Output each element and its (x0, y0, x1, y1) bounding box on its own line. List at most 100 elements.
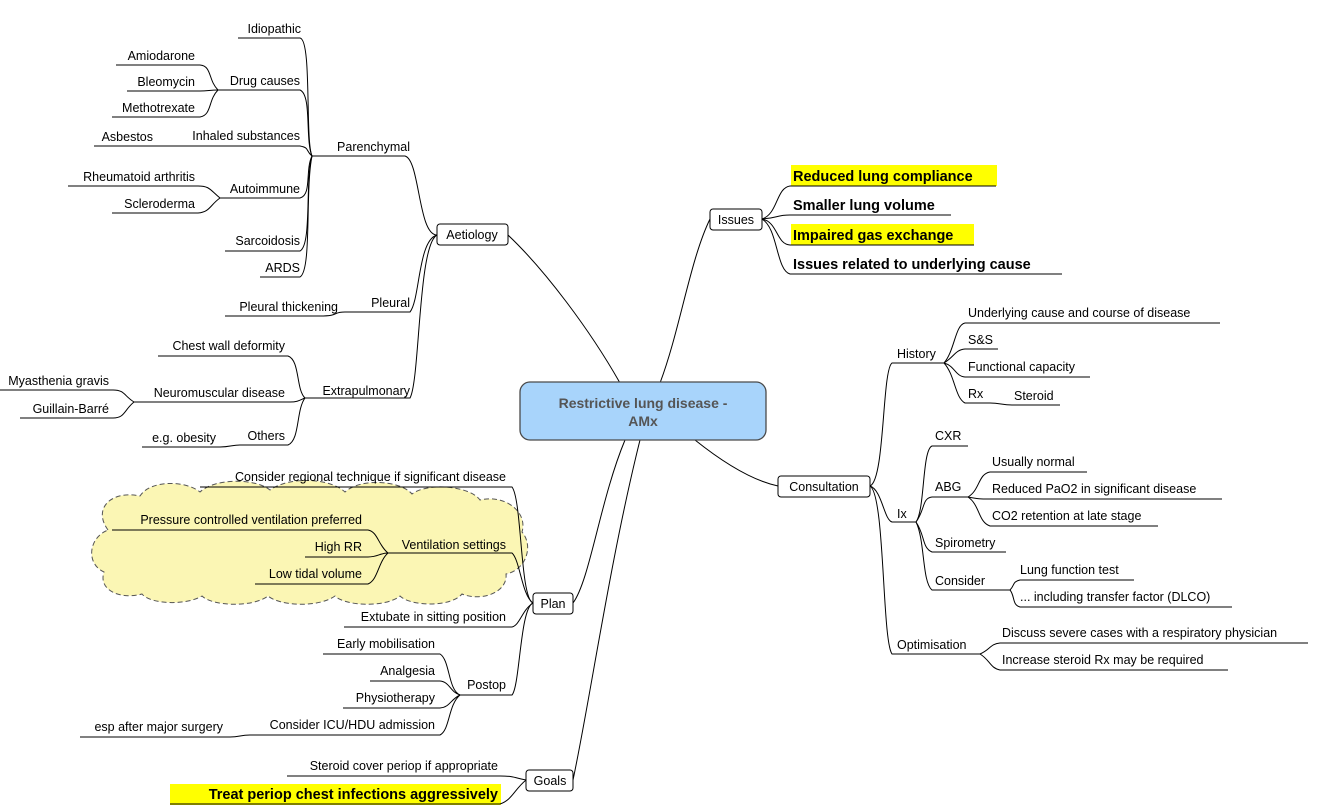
aetiology-box[interactable] (436, 223, 509, 246)
conn-compliance (761, 185, 996, 220)
consultation-label[interactable]: Consultation (789, 480, 859, 494)
node-neuromuscular[interactable]: Neuromuscular disease (154, 386, 285, 400)
node-pleural-thickening[interactable]: Pleural thickening (239, 300, 338, 314)
node-steroid-cover[interactable]: Steroid cover periop if appropriate (310, 759, 498, 773)
issue-volume[interactable]: Smaller lung volume (793, 198, 935, 214)
conn-spirometry (915, 521, 1006, 553)
conn-drug (218, 89, 313, 157)
node-gb[interactable]: Guillain-Barré (33, 402, 109, 416)
plan-label[interactable]: Plan (540, 597, 565, 611)
node-regional[interactable]: Consider regional technique if significa… (235, 470, 506, 484)
node-ards[interactable]: ARDS (265, 261, 300, 275)
highlight-gas-exchange (791, 224, 974, 245)
node-inhaled[interactable]: Inhaled substances (192, 129, 300, 143)
node-others[interactable]: Others (247, 429, 285, 443)
node-obesity[interactable]: e.g. obesity (152, 431, 217, 445)
conn-aetiology-extrapulmonary (305, 234, 438, 399)
node-parenchymal[interactable]: Parenchymal (337, 140, 410, 154)
conn-cxr (915, 445, 968, 523)
conn-postop (460, 602, 534, 696)
conn-consider (915, 521, 1010, 591)
conn-methotrexate (112, 89, 219, 118)
conn-functional (943, 362, 1090, 378)
node-vent-settings[interactable]: Ventilation settings (402, 538, 506, 552)
node-asbestos[interactable]: Asbestos (102, 130, 153, 144)
consultation-box[interactable] (777, 475, 871, 498)
issue-gas[interactable]: Impaired gas exchange (793, 228, 953, 244)
node-discuss[interactable]: Discuss severe cases with a respiratory … (1002, 626, 1277, 640)
issues-label[interactable]: Issues (718, 213, 754, 227)
goals-label[interactable]: Goals (534, 774, 567, 788)
goals-box[interactable] (525, 769, 574, 792)
node-functional[interactable]: Functional capacity (968, 360, 1076, 374)
conn-autoimmune (220, 155, 313, 199)
node-consider[interactable]: Consider (935, 574, 985, 588)
node-usually-normal[interactable]: Usually normal (992, 455, 1075, 469)
node-analgesia[interactable]: Analgesia (380, 664, 435, 678)
node-mg[interactable]: Myasthenia gravis (8, 374, 109, 388)
node-major-surgery[interactable]: esp after major surgery (94, 720, 223, 734)
node-scleroderma[interactable]: Scleroderma (124, 197, 195, 211)
conn-pleural-thickening (225, 311, 346, 317)
issue-underlying[interactable]: Issues related to underlying cause (793, 257, 1031, 273)
conn-underlying-cause (943, 322, 1220, 364)
conn-scleroderma (112, 197, 221, 214)
conn-bleomycin (127, 89, 219, 92)
node-low-tv[interactable]: Low tidal volume (269, 567, 362, 581)
node-cxr[interactable]: CXR (935, 429, 961, 443)
node-extubate[interactable]: Extubate in sitting position (361, 610, 506, 624)
node-sarcoidosis[interactable]: Sarcoidosis (235, 234, 300, 248)
node-mobilisation[interactable]: Early mobilisation (337, 637, 435, 651)
plan-box[interactable] (532, 592, 574, 615)
conn-volume (761, 214, 951, 220)
node-extrapulmonary[interactable]: Extrapulmonary (322, 384, 410, 398)
node-chest-wall[interactable]: Chest wall deformity (172, 339, 285, 353)
conn-center-plan (572, 439, 626, 604)
conn-steroid-cover (287, 775, 527, 781)
conn-optimisation (869, 485, 980, 655)
conn-ss (943, 348, 998, 364)
node-physio[interactable]: Physiotherapy (356, 691, 436, 705)
conn-discuss (979, 642, 1308, 655)
central-topic-line1: Restrictive lung disease - (559, 395, 728, 411)
node-increase[interactable]: Increase steroid Rx may be required (1002, 653, 1204, 667)
issues-box[interactable] (709, 208, 763, 231)
node-spirometry[interactable]: Spirometry (935, 536, 996, 550)
node-underlying-cause[interactable]: Underlying cause and course of disease (968, 306, 1190, 320)
node-chest-infections[interactable]: Treat periop chest infections aggressive… (209, 787, 498, 803)
node-optimisation[interactable]: Optimisation (897, 638, 967, 652)
node-pcv[interactable]: Pressure controlled ventilation preferre… (140, 513, 362, 527)
node-pleural[interactable]: Pleural (371, 296, 410, 310)
node-drug-causes[interactable]: Drug causes (230, 74, 300, 88)
conn-usually-normal (967, 471, 1087, 498)
node-bleomycin[interactable]: Bleomycin (137, 75, 195, 89)
node-steroid[interactable]: Steroid (1014, 389, 1054, 403)
node-postop[interactable]: Postop (467, 678, 506, 692)
conn-mg (0, 389, 135, 403)
aetiology-label[interactable]: Aetiology (446, 228, 498, 242)
issue-compliance[interactable]: Reduced lung compliance (793, 169, 973, 185)
node-autoimmune[interactable]: Autoimmune (230, 182, 300, 196)
conn-mobilisation (323, 653, 461, 696)
ventilation-cloud (91, 480, 529, 605)
node-co2[interactable]: CO2 retention at late stage (992, 509, 1141, 523)
node-methotrexate[interactable]: Methotrexate (122, 101, 195, 115)
node-lft[interactable]: Lung function test (1020, 563, 1119, 577)
conn-major-surgery (80, 734, 251, 738)
node-icu[interactable]: Consider ICU/HDU admission (270, 718, 435, 732)
node-abg[interactable]: ABG (935, 480, 961, 494)
node-high-rr[interactable]: High RR (315, 540, 362, 554)
central-topic[interactable]: Restrictive lung disease - AMx (519, 381, 767, 441)
node-idiopathic[interactable]: Idiopathic (247, 22, 301, 36)
conn-center-consultation (694, 439, 779, 487)
node-ss[interactable]: S&S (968, 333, 993, 347)
conn-icu (250, 694, 461, 736)
node-ra[interactable]: Rheumatoid arthritis (83, 170, 195, 184)
node-amiodarone[interactable]: Amiodarone (128, 49, 195, 63)
node-dlco[interactable]: ... including transfer factor (DLCO) (1020, 590, 1210, 604)
node-ix[interactable]: Ix (897, 507, 907, 521)
node-rx[interactable]: Rx (968, 387, 984, 401)
node-reduced-pao2[interactable]: Reduced PaO2 in significant disease (992, 482, 1196, 496)
node-history[interactable]: History (897, 347, 937, 361)
conn-obesity (142, 444, 241, 448)
